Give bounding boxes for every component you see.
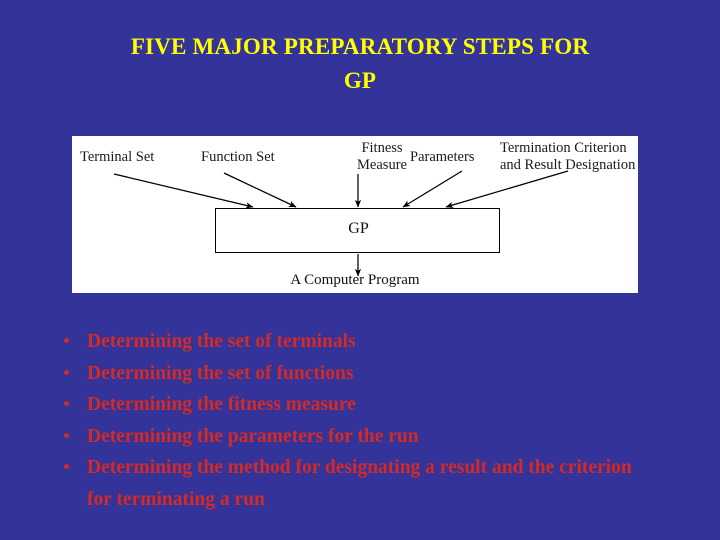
bullet-icon [64,401,69,406]
arrow-terminal-set [113,173,254,209]
bullet-icon [64,432,69,438]
list-item-label: Determining the set of terminals [87,331,356,352]
gp-flow-diagram: Terminal Set Function Set Fitness Measur… [72,136,638,293]
preparatory-steps-list: Determining the set of terminals Determi… [56,326,696,515]
list-item-label: Determining the set of functions [87,362,354,384]
diagram-label-parameters: Parameters [410,149,475,165]
gp-process-box-label: GP [348,220,369,237]
diagram-label-terminal-set: Terminal Set [80,149,155,165]
list-item: Determining the set of functions [56,358,696,390]
list-item: Determining the parameters for the run [56,421,696,453]
list-item-label: Determining the fitness measure [87,394,356,415]
list-item-label: Determining the parameters for the run [87,425,419,447]
bullet-icon [64,338,69,343]
diagram-arrow-layer [113,170,569,277]
arrow-termination [445,170,569,209]
arrow-function-set [223,172,297,208]
arrow-parameters [402,170,463,208]
gp-process-box: GP [215,208,500,253]
list-item-label: Determining the method for designating a… [87,457,632,510]
diagram-label-fitness-measure: Fitness Measure [357,140,407,173]
page-title: FIVE MAJOR PREPARATORY STEPS FOR GP [0,30,720,98]
bullet-icon [64,369,69,375]
diagram-label-output: A Computer Program [290,272,420,288]
page-title-line-1: FIVE MAJOR PREPARATORY STEPS FOR [130,34,590,59]
list-item: Determining the fitness measure [56,389,696,421]
page-title-line-2: GP [343,68,377,93]
list-item: Determining the method for designating a… [56,452,696,515]
diagram-label-function-set: Function Set [201,149,275,165]
list-item: Determining the set of terminals [56,326,696,358]
bullet-icon [64,464,69,469]
diagram-label-termination-criterion: Termination Criterion and Result Designa… [500,140,636,173]
